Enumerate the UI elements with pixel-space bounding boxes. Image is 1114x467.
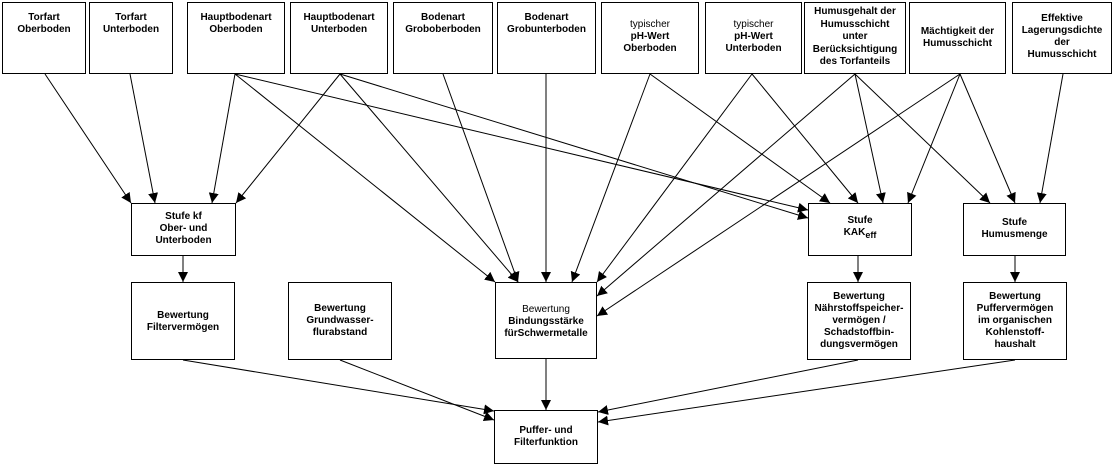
node-bodenart-grobunterboden: Bodenart Grobunterboden <box>497 2 596 74</box>
edge-ph-unter-to-stufe-kak <box>751 73 859 204</box>
edge-hauptbodenart-unter-to-stufe-kak <box>339 73 809 220</box>
node-torfart-oberboden: Torfart Oberboden <box>2 2 86 74</box>
edge-humusgehalt-to-bindung <box>596 73 856 297</box>
node-torfart-unterboden: Torfart Unterboden <box>89 2 173 74</box>
node-bodenart-groboberboden: Bodenart Groboberboden <box>393 2 493 74</box>
edge-torfart-unter-to-stufe-kf <box>129 73 159 204</box>
edge-naehrstoff-to-funktion <box>597 359 859 415</box>
edge-ph-ober-to-stufe-kak <box>649 73 831 204</box>
edge-maechtigkeit-to-bindung <box>596 73 961 317</box>
edge-torfart-ober-to-stufe-kf <box>44 73 132 204</box>
edge-hauptbodenart-ober-to-bindung <box>234 73 496 283</box>
node-stufe-kf: Stufe kf Ober- und Unterboden <box>131 203 236 256</box>
edge-ph-ober-to-bindung <box>570 73 651 283</box>
edge-grundwasser-to-funktion <box>339 359 495 422</box>
node-puffer-filterfunktion: Puffer- und Filterfunktion <box>494 410 598 464</box>
node-hauptbodenart-oberboden: Hauptbodenart Oberboden <box>187 2 285 74</box>
node-ph-oberboden: typischer pH-Wert Oberboden <box>601 2 699 74</box>
edge-hauptbodenart-unter-to-bindung <box>339 73 519 283</box>
node-hauptbodenart-unterboden: Hauptbodenart Unterboden <box>290 2 388 74</box>
node-stufe-humusmenge: Stufe Humusmenge <box>963 203 1066 256</box>
node-bewertung-filtervermoegen: Bewertung Filtervermögen <box>131 282 235 360</box>
node-bewertung-naehrstoff: Bewertung Nährstoffspeicher- vermögen / … <box>807 282 911 360</box>
edge-hauptbodenart-ober-to-stufe-kak <box>234 73 809 213</box>
node-stufe-kak-eff: Stufe KAKeff <box>808 203 912 256</box>
edge-maechtigkeit-to-humusmenge <box>959 73 1016 204</box>
node-maechtigkeit-humusschicht: Mächtigkeit der Humusschicht <box>909 2 1006 74</box>
edge-humusgehalt-to-stufe-kak <box>854 73 886 204</box>
edge-filter-to-funktion <box>182 359 495 415</box>
edge-lagerungsdichte-to-humusmenge <box>1036 73 1064 204</box>
node-bewertung-puffervermoegen: Bewertung Puffervermögen im organischen … <box>963 282 1067 360</box>
edge-hauptbodenart-ober-to-stufe-kf <box>208 73 236 204</box>
edge-puffer-to-funktion <box>597 359 1016 426</box>
edge-maechtigkeit-to-stufe-kak <box>907 73 961 204</box>
edge-ph-unter-to-bindung <box>596 73 753 283</box>
node-ph-unterboden: typischer pH-Wert Unterboden <box>705 2 802 74</box>
edge-bodenart-grob-ober-to-bindung <box>442 73 520 283</box>
node-humusgehalt: Humusgehalt der Humusschicht unter Berüc… <box>804 2 906 74</box>
edge-hauptbodenart-unter-to-stufe-kf <box>235 73 341 204</box>
node-bewertung-bindungsstaerke: Bewertung Bindungsstärke fürSchwermetall… <box>495 282 597 359</box>
edge-humusgehalt-to-humusmenge <box>854 73 991 204</box>
node-bewertung-grundwasser: Bewertung Grundwasser- flurabstand <box>288 282 392 360</box>
node-lagerungsdichte: Effektive Lagerungsdichte der Humusschic… <box>1012 2 1112 74</box>
